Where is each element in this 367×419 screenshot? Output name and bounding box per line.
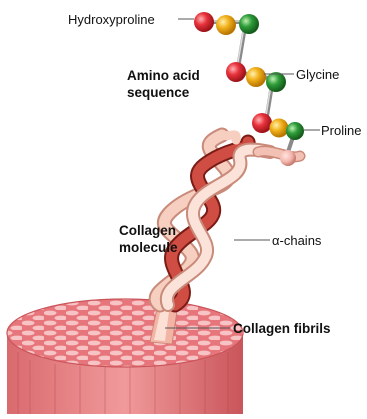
label-amino-acid-line2: sequence: [127, 85, 190, 100]
hydroxyproline-sphere-icon: [194, 12, 214, 32]
label-alpha-chains: α-chains: [272, 233, 322, 248]
hydroxyproline-sphere-icon: [226, 62, 246, 82]
label-collagen-fibrils: Collagen fibrils: [233, 321, 331, 336]
proline-sphere-icon: [286, 122, 304, 140]
glycine-sphere-icon: [216, 15, 236, 35]
triple-helix: [156, 135, 300, 305]
label-collagen-molecule-line1: Collagen: [119, 223, 176, 238]
glycine-sphere-icon: [246, 67, 266, 87]
label-hydroxyproline: Hydroxyproline: [68, 12, 155, 27]
proline-sphere-icon: [239, 14, 259, 34]
collagen-fibril-bundle: [5, 297, 245, 414]
hydroxyproline-sphere-icon: [252, 113, 272, 133]
label-proline: Proline: [321, 123, 361, 138]
glycine-sphere-icon: [270, 119, 289, 138]
label-amino-acid-line1: Amino acid: [127, 68, 200, 83]
alpha-chain-mid: [167, 150, 270, 305]
label-glycine: Glycine: [296, 67, 339, 82]
label-collagen-molecule-line2: molecule: [119, 240, 178, 255]
proline-sphere-icon: [266, 72, 286, 92]
chain-end-sphere-icon: [280, 150, 296, 166]
